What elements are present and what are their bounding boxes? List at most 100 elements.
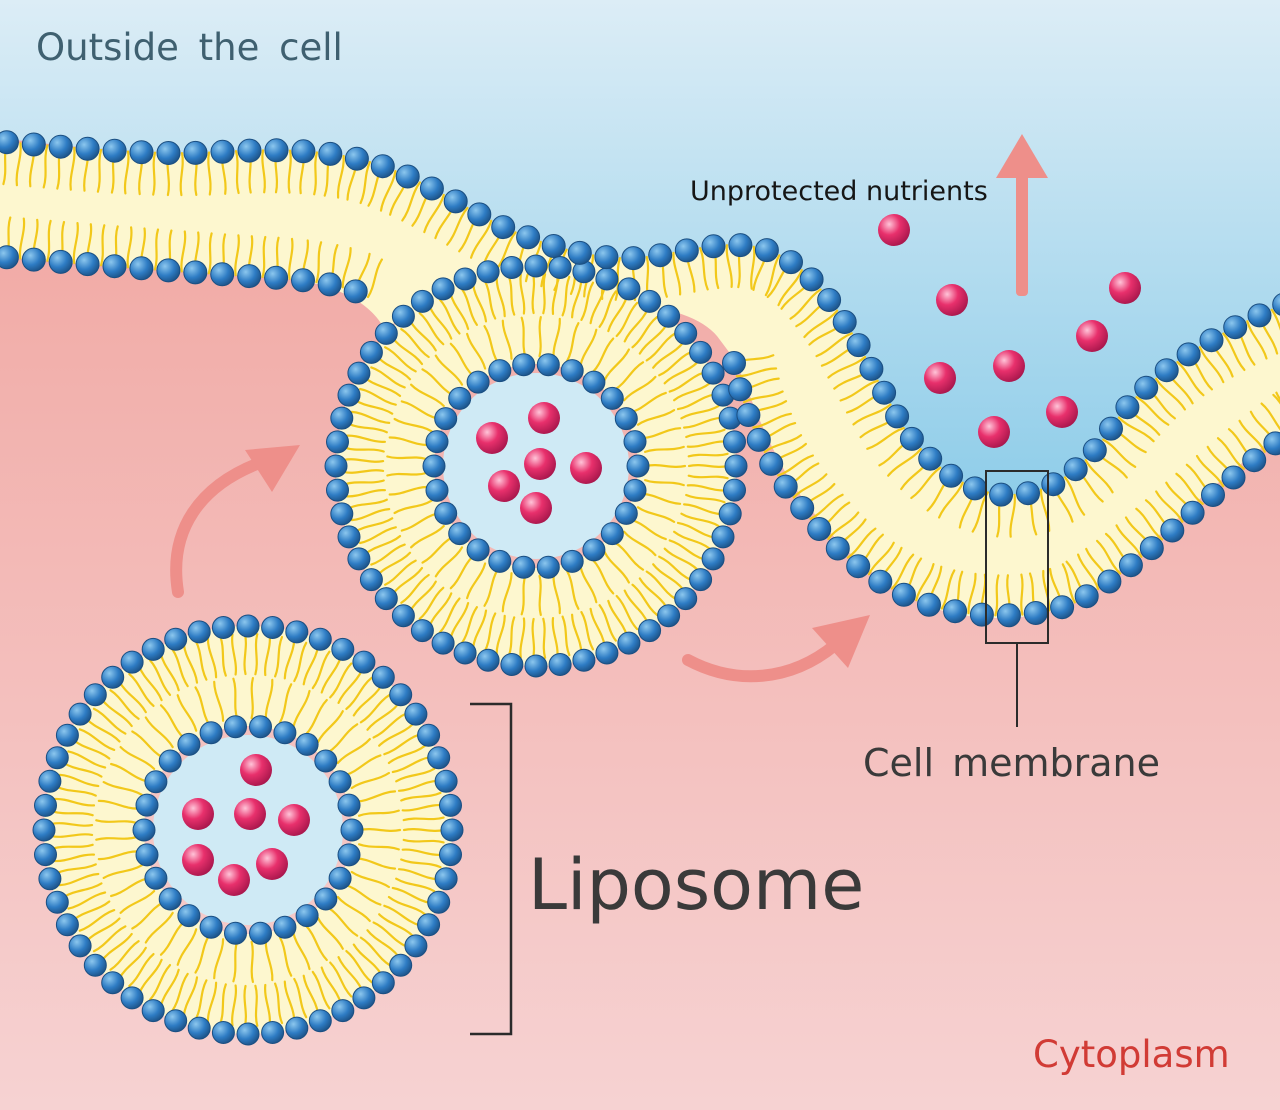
phospholipid-head-icon xyxy=(331,999,355,1023)
phospholipid-head-icon xyxy=(261,1021,285,1044)
phospholipid-head-icon xyxy=(512,353,536,377)
phospholipid-head-icon xyxy=(425,478,449,502)
phospholipid-head-icon xyxy=(187,1016,211,1040)
phospholipid-head-icon xyxy=(359,340,383,364)
phospholipid-head-icon xyxy=(1139,536,1164,561)
phospholipid-head-icon xyxy=(872,380,897,405)
phospholipid-head-icon xyxy=(330,406,354,430)
phospholipid-head-icon xyxy=(183,260,208,285)
phospholipid-head-icon xyxy=(614,501,638,525)
phospholipid-head-icon xyxy=(120,650,144,674)
phospholipid-head-icon xyxy=(448,386,472,410)
nutrient-particle-icon xyxy=(240,754,272,786)
phospholipid-head-icon xyxy=(371,665,395,689)
phospholipid-head-icon xyxy=(1176,342,1201,367)
phospholipid-head-icon xyxy=(918,446,943,471)
phospholipid-head-icon xyxy=(370,154,395,179)
membrane-core xyxy=(0,141,1280,618)
phospholipid-head-icon xyxy=(1242,448,1267,473)
phospholipid-head-icon xyxy=(337,525,361,549)
phospholipid-head-icon xyxy=(314,749,338,773)
phospholipid-head-icon xyxy=(939,463,964,488)
nutrient-particle-icon xyxy=(924,362,956,394)
nutrient-particle-icon xyxy=(520,492,552,524)
phospholipid-head-icon xyxy=(331,637,355,661)
phospholipid-head-icon xyxy=(144,866,168,890)
phospholipid-head-icon xyxy=(120,986,144,1010)
phospholipid-head-icon xyxy=(439,793,462,817)
curved-arrow-icon xyxy=(170,445,300,598)
phospholipid-head-icon xyxy=(75,136,100,161)
phospholipid-head-icon xyxy=(617,631,641,655)
phospholipid-head-icon xyxy=(391,604,415,628)
phospholipid-head-icon xyxy=(674,238,699,263)
phospholipid-head-icon xyxy=(759,451,784,476)
phospholipid-head-icon xyxy=(318,141,343,166)
phospholipid-head-icon xyxy=(156,141,181,165)
phospholipid-head-icon xyxy=(621,246,646,271)
phospholipid-head-icon xyxy=(156,258,181,283)
phospholipid-head-icon xyxy=(337,793,361,817)
phospholipid-head-icon xyxy=(224,715,247,739)
phospholipid-head-icon xyxy=(524,654,548,678)
nutrient-particle-icon xyxy=(1109,272,1141,304)
phospholipid-head-icon xyxy=(1082,438,1107,463)
phospholipid-head-icon xyxy=(723,430,746,454)
phospholipid-head-icon xyxy=(199,721,223,745)
nutrient-particle-icon xyxy=(488,470,520,502)
phospholipid-head-icon xyxy=(626,454,650,478)
phospholipid-head-icon xyxy=(891,582,916,607)
phospholipid-head-icon xyxy=(594,245,619,270)
phospholipid-head-icon xyxy=(868,569,893,594)
phospholipid-head-icon xyxy=(132,818,156,842)
phospholipid-head-icon xyxy=(541,234,566,258)
phospholipid-head-icon xyxy=(560,549,584,573)
outside-region xyxy=(0,0,1280,495)
phospholipid-head-icon xyxy=(210,139,235,164)
nutrient-particle-icon xyxy=(993,350,1025,382)
phospholipid-head-icon xyxy=(560,359,584,383)
phospholipid-head-icon xyxy=(48,134,73,159)
phospholipid-head-icon xyxy=(1154,358,1179,383)
phospholipid-head-icon xyxy=(83,683,107,707)
phospholipid-head-icon xyxy=(1023,601,1048,625)
phospholipid-head-icon xyxy=(102,138,127,163)
phospholipid-head-icon xyxy=(264,265,289,290)
phospholipid-head-icon xyxy=(1134,375,1159,400)
phospholipid-head-icon xyxy=(374,321,398,345)
phospholipid-head-icon xyxy=(337,383,361,407)
phospholipid-head-icon xyxy=(1221,465,1246,490)
phospholipid-head-icon xyxy=(55,913,79,937)
phospholipid-head-icon xyxy=(261,616,285,639)
phospholipid-head-icon xyxy=(779,250,803,275)
phospholipid-head-icon xyxy=(224,921,247,945)
phospholipid-head-icon xyxy=(144,770,168,794)
phospholipid-head-icon xyxy=(790,496,815,520)
phospholipid-head-icon xyxy=(701,361,725,385)
phospholipid-head-icon xyxy=(1223,315,1248,340)
phospholipid-head-icon xyxy=(917,592,941,617)
phospholipid-head-icon xyxy=(236,1022,260,1046)
nutrient-particle-icon xyxy=(218,864,250,896)
phospholipid-head-icon xyxy=(431,277,455,301)
phospholipid-head-icon xyxy=(832,310,857,334)
phospholipid-head-icon xyxy=(359,568,383,592)
phospholipid-head-icon xyxy=(1263,431,1280,456)
phospholipid-head-icon xyxy=(237,138,262,163)
phospholipid-head-icon xyxy=(724,454,748,478)
phospholipid-head-icon xyxy=(0,130,19,155)
liposome-label: Liposome xyxy=(528,844,865,926)
nutrient-particle-icon xyxy=(1046,396,1078,428)
phospholipid-head-icon xyxy=(347,361,371,385)
phospholipid-head-icon xyxy=(657,304,681,328)
cytoplasm-label: Cytoplasm xyxy=(1033,1033,1230,1076)
phospholipid-head-icon xyxy=(1118,553,1143,578)
phospholipid-head-icon xyxy=(141,637,165,661)
phospholipid-head-icon xyxy=(689,340,713,364)
liposome-interior-layer xyxy=(153,373,629,925)
phospholipid-head-icon xyxy=(600,522,624,546)
phospholipid-head-icon xyxy=(657,604,681,628)
phospholipid-head-icon xyxy=(1247,303,1272,328)
phospholipid-head-icon xyxy=(476,648,500,672)
